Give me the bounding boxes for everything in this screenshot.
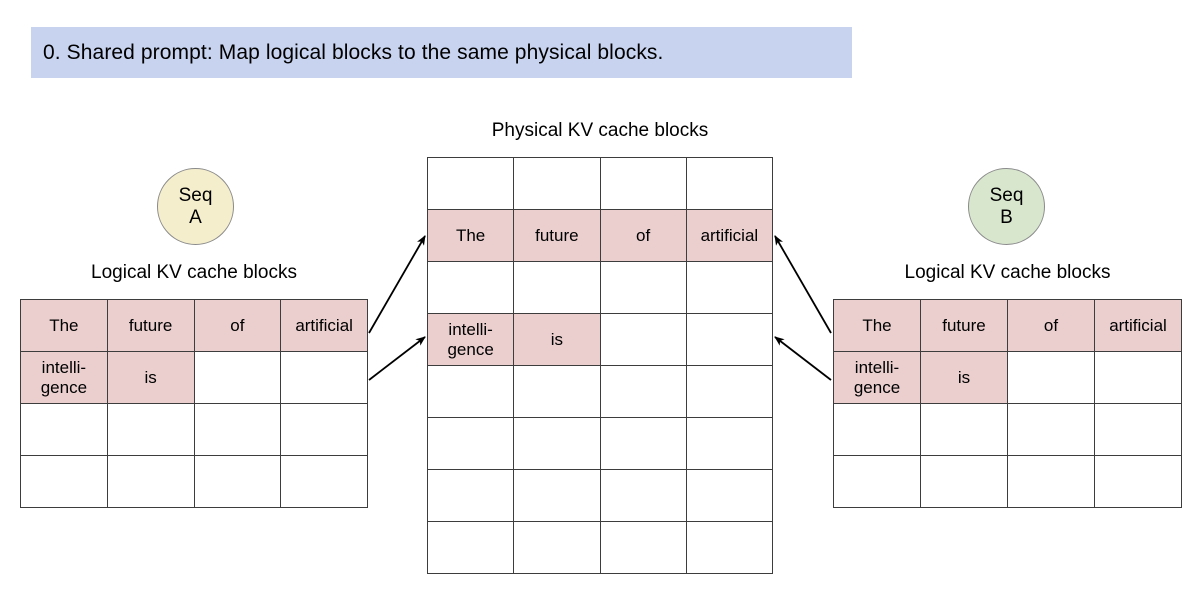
token-block-cell: The: [833, 299, 921, 352]
empty-block-cell: [20, 455, 108, 508]
sequence-b-label-line2: B: [1000, 206, 1013, 228]
physical-cache-caption: Physical KV cache blocks: [491, 120, 709, 141]
empty-block-cell: [1007, 455, 1095, 508]
empty-block-cell: [1094, 455, 1182, 508]
empty-block-cell: [280, 351, 368, 404]
empty-block-cell: [426, 365, 515, 418]
empty-block-cell: [1007, 351, 1095, 404]
empty-block-cell: [106, 455, 195, 508]
sequence-b-badge: Seq B: [968, 168, 1045, 245]
block-row: [833, 403, 1182, 456]
sequence-a-label-line2: A: [189, 206, 202, 228]
empty-block-cell: [920, 403, 1008, 456]
right-logical-cache-caption: Logical KV cache blocks: [904, 262, 1111, 283]
empty-block-cell: [426, 469, 515, 522]
empty-block-cell: [513, 261, 601, 314]
empty-block-cell: [513, 365, 601, 418]
empty-block-cell: [833, 403, 921, 456]
seq-b-row2-to-physical-row4: [774, 336, 832, 381]
empty-block-cell: [20, 403, 108, 456]
token-block-cell: is: [106, 351, 195, 404]
token-block-cell: artificial: [1094, 299, 1182, 352]
left-logical-cache-caption: Logical KV cache blocks: [91, 262, 297, 283]
seq-b-row1-to-physical-row2: [774, 235, 832, 334]
block-row: [426, 469, 774, 522]
block-row: [426, 417, 774, 470]
empty-block-cell: [685, 469, 774, 522]
empty-block-cell: [685, 157, 774, 210]
empty-block-cell: [513, 417, 601, 470]
block-row: [426, 157, 774, 210]
token-block-cell: artificial: [685, 209, 774, 262]
empty-block-cell: [426, 157, 515, 210]
empty-block-cell: [513, 521, 601, 574]
block-row: [426, 521, 774, 574]
empty-block-cell: [685, 313, 774, 366]
token-block-cell: intelli-gence: [20, 351, 108, 404]
empty-block-cell: [833, 455, 921, 508]
empty-block-cell: [685, 365, 774, 418]
token-block-cell: is: [920, 351, 1008, 404]
sequence-a-badge: Seq A: [157, 168, 234, 245]
empty-block-cell: [685, 521, 774, 574]
token-block-cell: of: [193, 299, 282, 352]
empty-block-cell: [193, 351, 282, 404]
empty-block-cell: [599, 157, 687, 210]
token-block-cell: future: [106, 299, 195, 352]
token-block-cell: The: [426, 209, 515, 262]
empty-block-cell: [426, 417, 515, 470]
token-block-cell: artificial: [280, 299, 368, 352]
token-block-cell: future: [513, 209, 601, 262]
sequence-a-label-line1: Seq: [178, 184, 213, 206]
block-row: [20, 403, 368, 456]
shared-prompt-text: 0. Shared prompt: Map logical blocks to …: [43, 40, 664, 64]
token-block-cell: intelli-gence: [426, 313, 515, 366]
empty-block-cell: [280, 455, 368, 508]
token-block-cell: The: [20, 299, 108, 352]
token-block-cell: is: [513, 313, 601, 366]
empty-block-cell: [106, 403, 195, 456]
empty-block-cell: [599, 261, 687, 314]
empty-block-cell: [280, 403, 368, 456]
block-row: [20, 455, 368, 508]
block-row: [833, 455, 1182, 508]
token-block-cell: future: [920, 299, 1008, 352]
empty-block-cell: [685, 261, 774, 314]
empty-block-cell: [1007, 403, 1095, 456]
sequence-b-label-line1: Seq: [989, 184, 1024, 206]
empty-block-cell: [599, 313, 687, 366]
empty-block-cell: [1094, 403, 1182, 456]
empty-block-cell: [513, 157, 601, 210]
empty-block-cell: [599, 521, 687, 574]
seq-a-row1-to-physical-row2: [368, 235, 426, 334]
empty-block-cell: [193, 403, 282, 456]
empty-block-cell: [685, 417, 774, 470]
empty-block-cell: [426, 261, 515, 314]
token-block-cell: intelli-gence: [833, 351, 921, 404]
empty-block-cell: [599, 469, 687, 522]
empty-block-cell: [599, 365, 687, 418]
shared-prompt-banner: 0. Shared prompt: Map logical blocks to …: [31, 27, 852, 78]
block-row: [426, 365, 774, 418]
block-row: [426, 261, 774, 314]
empty-block-cell: [513, 469, 601, 522]
empty-block-cell: [193, 455, 282, 508]
empty-block-cell: [599, 417, 687, 470]
empty-block-cell: [920, 455, 1008, 508]
empty-block-cell: [1094, 351, 1182, 404]
seq-a-row2-to-physical-row4: [368, 336, 426, 381]
token-block-cell: of: [599, 209, 687, 262]
empty-block-cell: [426, 521, 515, 574]
token-block-cell: of: [1007, 299, 1095, 352]
